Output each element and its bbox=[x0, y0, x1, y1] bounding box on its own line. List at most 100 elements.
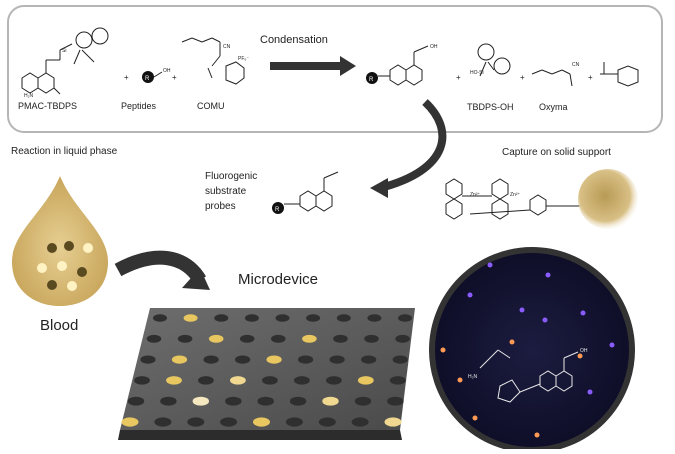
well bbox=[177, 334, 193, 343]
well bbox=[354, 396, 372, 406]
svg-text:Zn²⁺: Zn²⁺ bbox=[510, 192, 521, 198]
well bbox=[244, 314, 259, 322]
condensation-arrow bbox=[270, 56, 356, 76]
svg-text:OH: OH bbox=[163, 68, 171, 74]
well bbox=[298, 355, 314, 364]
well bbox=[166, 376, 182, 385]
well bbox=[384, 417, 402, 427]
label-probes-line-1: Fluorogenic bbox=[205, 171, 258, 182]
svg-text:R: R bbox=[145, 76, 150, 82]
well bbox=[333, 334, 348, 343]
fluorescence-spots bbox=[440, 262, 615, 438]
well bbox=[127, 396, 145, 406]
peptide-r-circle bbox=[142, 71, 154, 83]
well bbox=[214, 314, 229, 322]
product-r-circle bbox=[366, 72, 378, 84]
product-structure bbox=[378, 45, 429, 86]
svg-text:OH: OH bbox=[430, 44, 438, 50]
tbdps-oh-structure bbox=[477, 43, 511, 77]
well bbox=[318, 417, 336, 427]
well bbox=[326, 376, 342, 385]
well bbox=[192, 396, 209, 406]
well bbox=[271, 334, 286, 343]
svg-text:PF₆⁻: PF₆⁻ bbox=[238, 56, 249, 62]
well bbox=[153, 314, 167, 322]
pmac-tbdps-structure bbox=[21, 27, 109, 95]
h2n-label: H₂N bbox=[24, 93, 34, 99]
well bbox=[183, 314, 198, 322]
well bbox=[160, 396, 177, 406]
well bbox=[208, 334, 224, 343]
well bbox=[140, 355, 156, 364]
svg-text:+: + bbox=[588, 73, 593, 82]
well bbox=[398, 314, 412, 322]
well bbox=[336, 314, 351, 322]
label-microdevice: Microdevice bbox=[238, 271, 319, 288]
plate-top bbox=[120, 308, 415, 430]
svg-text:R: R bbox=[369, 77, 374, 83]
well bbox=[367, 314, 382, 322]
well bbox=[289, 396, 307, 406]
label-probes-line-2: substrate bbox=[205, 186, 247, 197]
well bbox=[171, 355, 188, 364]
well bbox=[395, 334, 410, 343]
well bbox=[262, 376, 278, 385]
well bbox=[389, 376, 406, 385]
curved-arrow bbox=[379, 99, 447, 192]
svg-text:OH: OH bbox=[580, 348, 588, 354]
well bbox=[285, 417, 303, 427]
svg-text:R: R bbox=[275, 207, 280, 213]
well bbox=[253, 417, 270, 427]
blood-cells bbox=[37, 241, 93, 291]
label-liquid-phase: Reaction in liquid phase bbox=[11, 146, 118, 157]
well bbox=[225, 396, 242, 406]
plate-side bbox=[118, 430, 402, 440]
label-solid-support: Capture on solid support bbox=[502, 147, 611, 158]
well bbox=[146, 334, 162, 343]
well bbox=[230, 376, 246, 385]
well bbox=[235, 355, 251, 364]
plate-wells bbox=[121, 314, 412, 427]
well bbox=[329, 355, 345, 364]
well bbox=[322, 396, 339, 406]
svg-text:HO-Si: HO-Si bbox=[470, 70, 484, 76]
si-label: Si bbox=[62, 48, 66, 54]
svg-text:Zn²⁺: Zn²⁺ bbox=[470, 192, 481, 198]
well bbox=[387, 396, 404, 406]
label-peptides: Peptides bbox=[121, 101, 157, 111]
svg-text:+: + bbox=[124, 73, 129, 82]
label-oxyma: Oxyma bbox=[539, 102, 568, 112]
fluorescence-view bbox=[429, 247, 635, 453]
urea-structure bbox=[600, 62, 639, 87]
well bbox=[364, 334, 379, 343]
well bbox=[121, 417, 139, 427]
svg-text:H₂N: H₂N bbox=[468, 374, 478, 380]
label-comu: COMU bbox=[197, 101, 225, 111]
svg-text:CN: CN bbox=[223, 44, 231, 50]
well bbox=[239, 334, 255, 343]
well bbox=[154, 417, 172, 427]
well bbox=[294, 376, 310, 385]
well bbox=[302, 334, 317, 343]
svg-text:CN: CN bbox=[572, 62, 580, 68]
well bbox=[351, 417, 369, 427]
svg-text:+: + bbox=[172, 73, 177, 82]
label-probes-line-3: probes bbox=[205, 201, 236, 212]
well bbox=[306, 314, 321, 322]
svg-text:+: + bbox=[520, 73, 525, 82]
well bbox=[361, 355, 377, 364]
captured-probe-structure bbox=[479, 349, 579, 403]
solid-support-bead bbox=[578, 169, 638, 229]
zinc-complex-structure bbox=[445, 178, 597, 220]
well bbox=[257, 396, 274, 406]
probe-structure bbox=[284, 171, 339, 212]
label-pmac-tbdps: PMAC-TBDPS bbox=[18, 101, 78, 111]
label-condensation: Condensation bbox=[260, 34, 328, 46]
well bbox=[266, 355, 282, 364]
well bbox=[220, 417, 238, 427]
probe-r-circle bbox=[272, 202, 284, 214]
well bbox=[275, 314, 290, 322]
well bbox=[203, 355, 219, 364]
well bbox=[134, 376, 150, 385]
